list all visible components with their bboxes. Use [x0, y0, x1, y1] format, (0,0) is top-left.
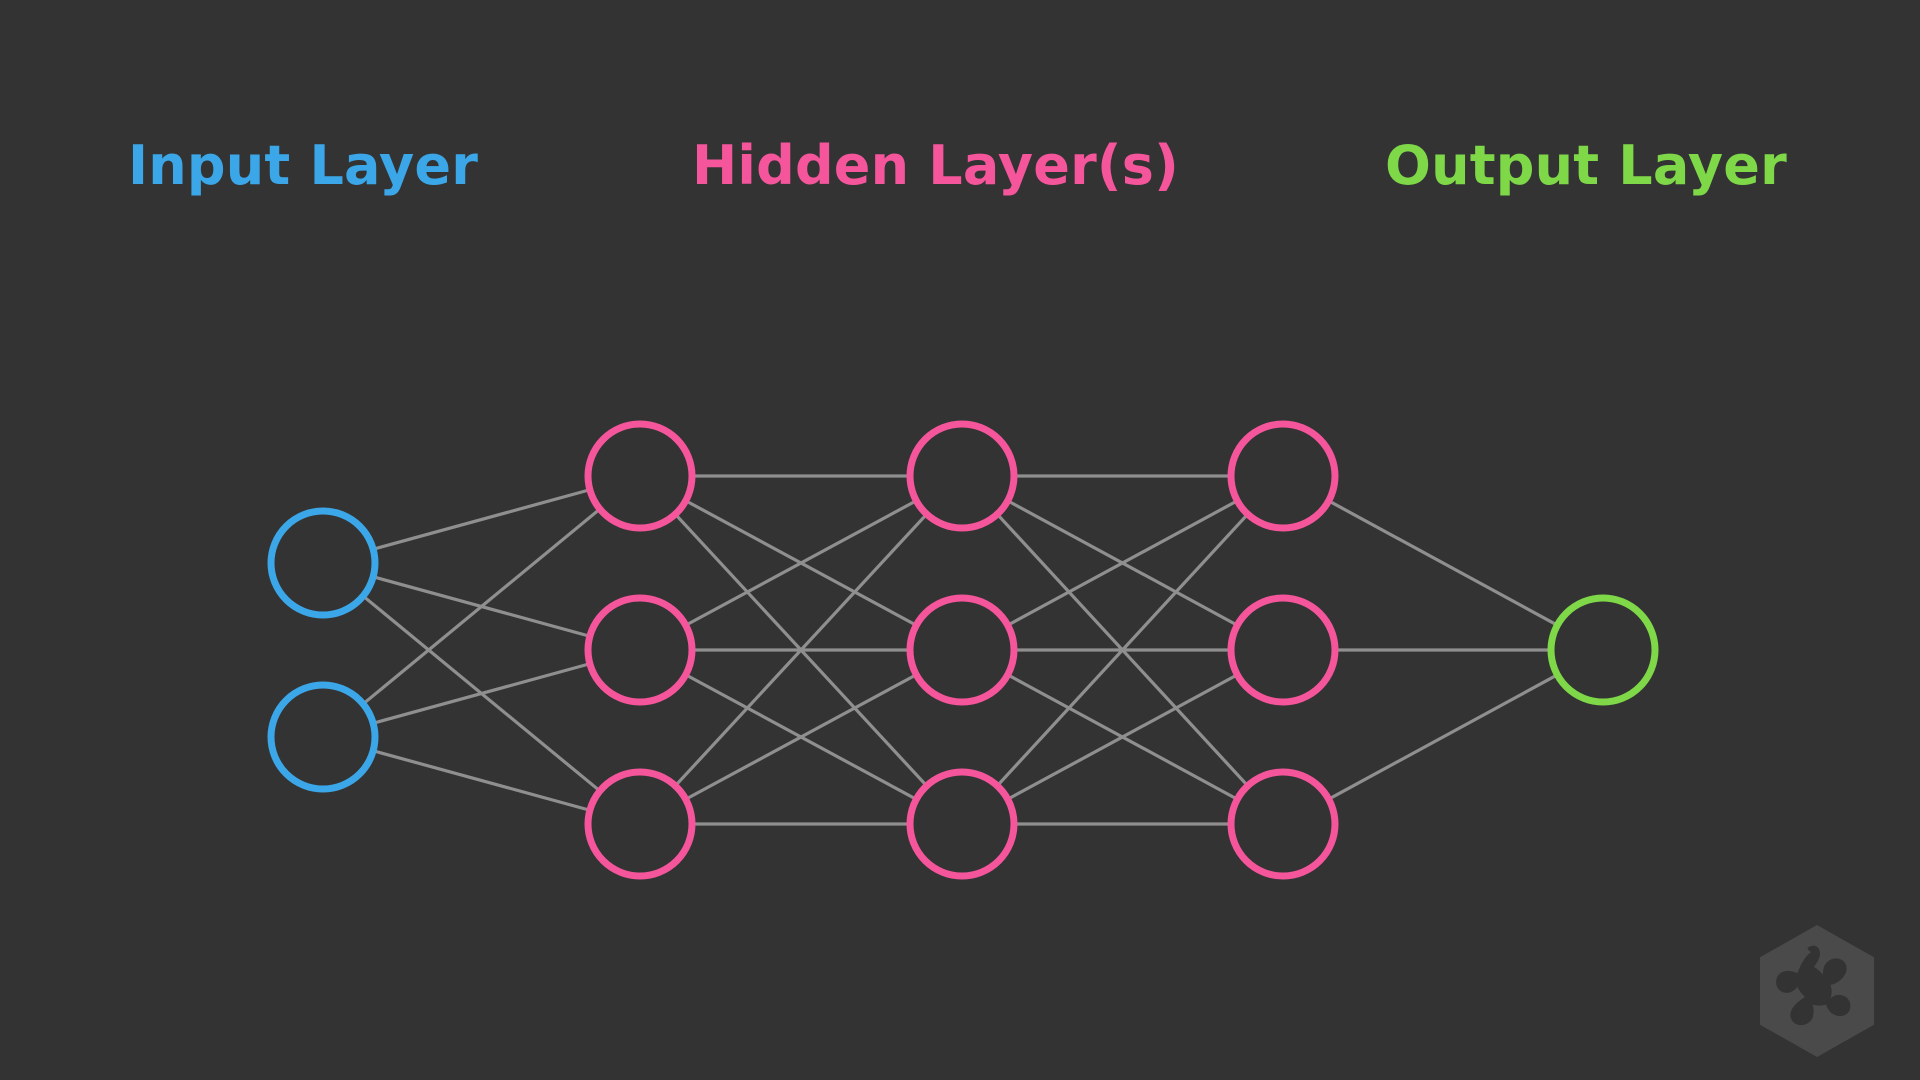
edge	[362, 507, 601, 706]
edge	[1006, 499, 1239, 627]
edges-group	[362, 474, 1559, 826]
edge	[372, 749, 591, 812]
edge	[996, 513, 1249, 787]
edge	[1327, 499, 1559, 627]
neuron-node-h1-3	[584, 768, 696, 880]
edge	[372, 488, 591, 551]
neuron-node-h3-1	[1227, 420, 1339, 532]
neuron-node-h3-3	[1227, 768, 1339, 880]
nodes-group	[267, 420, 1659, 880]
edge	[684, 673, 918, 801]
edge	[1006, 673, 1239, 801]
edge	[1327, 673, 1559, 801]
neuron-node-i2	[267, 681, 379, 793]
neuron-node-h2-1	[906, 420, 1018, 532]
edge	[684, 499, 918, 627]
hexagon-splat-logo-icon	[1760, 925, 1874, 1057]
neuron-node-h2-3	[906, 768, 1018, 880]
neuron-node-i1	[267, 507, 379, 619]
neuron-node-h3-2	[1227, 594, 1339, 706]
neuron-node-h1-1	[584, 420, 696, 532]
edge	[674, 513, 928, 787]
neuron-node-h2-2	[906, 594, 1018, 706]
edge	[372, 662, 591, 725]
neuron-node-o1	[1547, 594, 1659, 706]
neuron-node-h1-2	[584, 594, 696, 706]
